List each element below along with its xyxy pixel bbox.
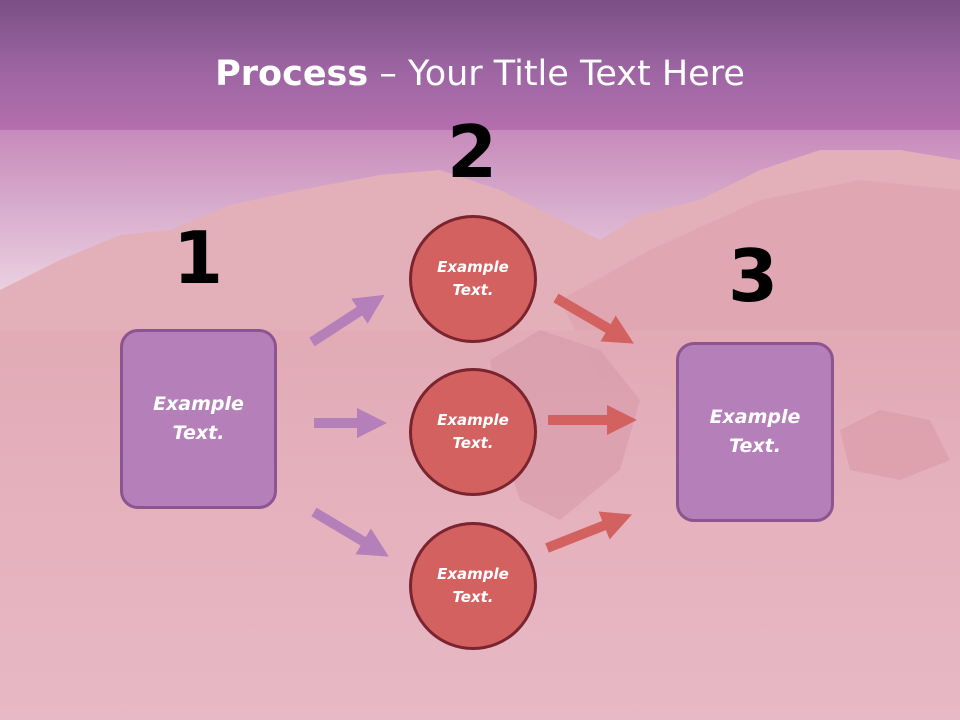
- step-number-3: 3: [727, 234, 779, 318]
- slide-title: Process – Your Title Text Here: [0, 52, 960, 96]
- circle-top-line1: Example: [437, 258, 509, 276]
- rock-small: [840, 410, 950, 480]
- left-box-line2: Text.: [172, 422, 225, 444]
- title-bar: [0, 0, 960, 130]
- step-number-1: 1: [172, 216, 224, 300]
- right-box-line2: Text.: [729, 435, 781, 457]
- arrow-left-lower: [311, 507, 389, 557]
- circle-bottom-line2: Text.: [452, 588, 494, 606]
- title-bold: Process: [215, 54, 369, 94]
- circle-top: Example Text.: [409, 215, 537, 343]
- arrow-right-upper: [553, 293, 634, 344]
- circle-middle: Example Text.: [409, 368, 537, 496]
- right-box-line1: Example: [709, 406, 801, 428]
- circle-bottom-line1: Example: [437, 565, 509, 583]
- left-box-line1: Example: [153, 393, 244, 415]
- step-number-2: 2: [446, 110, 498, 194]
- right-step-box: Example Text.: [676, 342, 834, 522]
- left-step-box: Example Text.: [120, 329, 277, 509]
- circle-bottom: Example Text.: [409, 522, 537, 650]
- title-rest: – Your Title Text Here: [368, 54, 745, 94]
- arrow-left-upper: [309, 294, 385, 347]
- circle-top-line2: Text.: [452, 281, 494, 299]
- circle-middle-line1: Example: [437, 411, 509, 429]
- arrow-right-lower: [545, 511, 632, 553]
- circle-middle-line2: Text.: [452, 434, 494, 452]
